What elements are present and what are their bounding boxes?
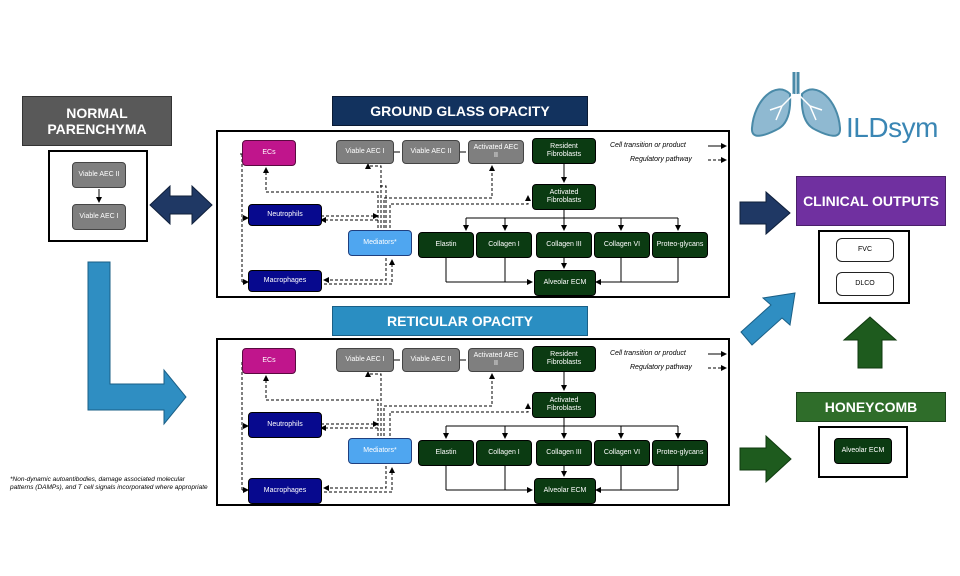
ro-ecs-node: ECs: [242, 348, 296, 374]
ro-legend-transition: Cell transition or product: [610, 350, 686, 357]
fvc-node: FVC: [836, 238, 894, 262]
honeycomb-alveolar-ecm-node: Alveolar ECM: [834, 438, 892, 464]
ro-macrophages-node: Macrophages: [248, 478, 322, 504]
ggo-resident-fibroblasts-node: Resident Fibroblasts: [532, 138, 596, 164]
ggo-to-clinical-arrow: [739, 190, 791, 236]
viable-aec1-node: Viable AEC I: [72, 204, 126, 230]
ro-collagen1-node: Collagen I: [476, 440, 532, 466]
ggo-macrophages-node: Macrophages: [248, 270, 322, 292]
ro-proteoglycans-node: Proteo-glycans: [652, 440, 708, 466]
ggo-activated-aec2-node: Activated AEC II: [468, 140, 524, 164]
ro-collagen6-node: Collagen VI: [594, 440, 650, 466]
ggo-viable-aec2-node: Viable AEC II: [402, 140, 460, 164]
ro-viable-aec1-node: Viable AEC I: [336, 348, 394, 372]
ggo-collagen3-node: Collagen III: [536, 232, 592, 258]
ro-header: RETICULAR OPACITY: [332, 306, 588, 336]
ro-neutrophils-node: Neutrophils: [248, 412, 322, 438]
normal-panel-arrows: [96, 189, 102, 203]
ro-connectors: [241, 351, 727, 493]
lung-logo: [746, 70, 846, 150]
ggo-alveolar-ecm-node: Alveolar ECM: [534, 270, 596, 296]
normal-parenchyma-header: NORMAL PARENCHYMA: [22, 96, 172, 146]
honeycomb-header: HONEYCOMB: [796, 392, 946, 422]
logo-text: ILDsym: [846, 112, 938, 143]
honeycomb-to-clinical-arrow: [842, 316, 898, 369]
ro-activated-aec2-node: Activated AEC II: [468, 348, 524, 372]
ggo-elastin-node: Elastin: [418, 232, 474, 258]
ro-legend-regulatory: Regulatory pathway: [630, 364, 692, 371]
ggo-neutrophils-node: Neutrophils: [248, 204, 322, 226]
ggo-collagen1-node: Collagen I: [476, 232, 532, 258]
progression-arrow: [87, 261, 187, 426]
double-arrow: [149, 184, 213, 226]
ggo-legend-regulatory: Regulatory pathway: [630, 156, 692, 163]
ro-elastin-node: Elastin: [418, 440, 474, 466]
ggo-mediators-node: Mediators*: [348, 230, 412, 256]
ggo-proteoglycans-node: Proteo-glycans: [652, 232, 708, 258]
ggo-collagen6-node: Collagen VI: [594, 232, 650, 258]
dlco-node: DLCO: [836, 272, 894, 296]
honeycomb-panel: Alveolar ECM: [818, 426, 908, 478]
ro-activated-fibroblasts-node: Activated Fibroblasts: [532, 392, 596, 418]
clinical-outputs-header: CLINICAL OUTPUTS: [796, 176, 946, 226]
ggo-header: GROUND GLASS OPACITY: [332, 96, 588, 126]
ro-resident-fibroblasts-node: Resident Fibroblasts: [532, 346, 596, 372]
ggo-panel: ECs Neutrophils Macrophages Mediators* V…: [216, 130, 730, 298]
ro-viable-aec2-node: Viable AEC II: [402, 348, 460, 372]
clinical-panel: FVC DLCO: [818, 230, 910, 304]
ggo-activated-fibroblasts-node: Activated Fibroblasts: [532, 184, 596, 210]
ggo-legend-transition: Cell transition or product: [610, 142, 686, 149]
normal-panel: Viable AEC II Viable AEC I: [48, 150, 148, 242]
ro-collagen3-node: Collagen III: [536, 440, 592, 466]
ro-mediators-node: Mediators*: [348, 438, 412, 464]
ro-to-clinical-arrow: [740, 292, 796, 346]
lungs-icon: [750, 72, 842, 137]
footnote: *Non-dynamic autoantibodies, damage asso…: [10, 476, 208, 491]
ro-to-honeycomb-arrow: [739, 434, 792, 484]
ggo-ecs-node: ECs: [242, 140, 296, 166]
ggo-viable-aec1-node: Viable AEC I: [336, 140, 394, 164]
ro-panel: ECs Neutrophils Macrophages Mediators* V…: [216, 338, 730, 506]
ro-alveolar-ecm-node: Alveolar ECM: [534, 478, 596, 504]
viable-aec2-node: Viable AEC II: [72, 162, 126, 188]
ggo-connectors: [240, 143, 727, 285]
